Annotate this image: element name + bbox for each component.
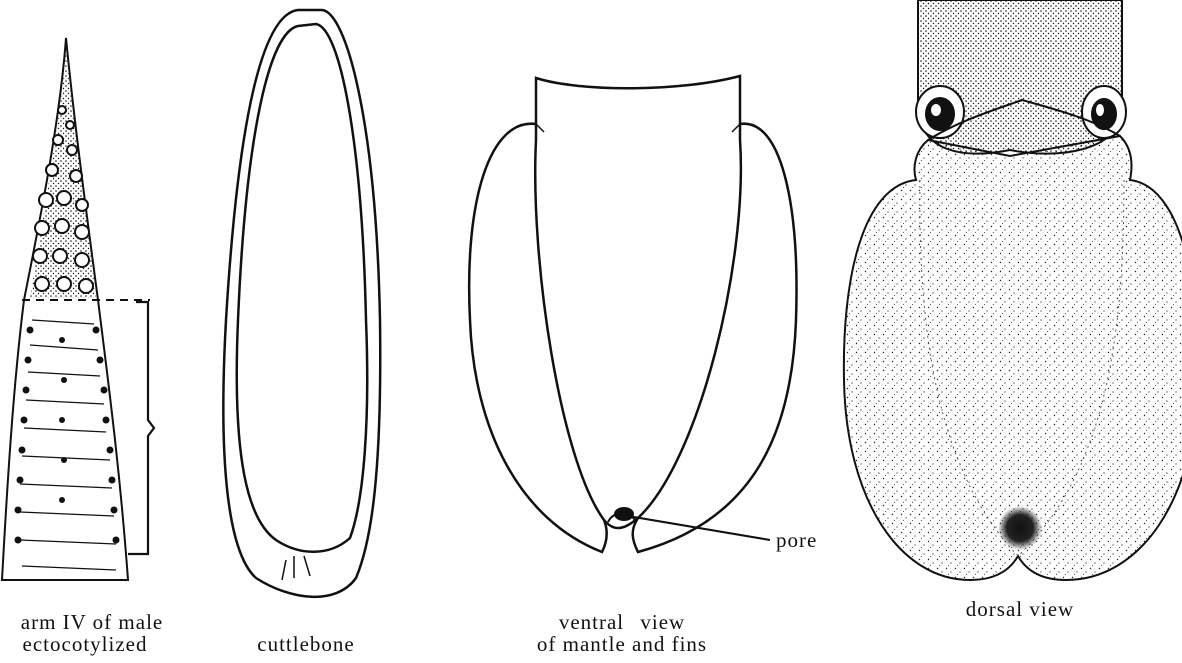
ventral-fin-right [633,124,797,552]
caption-dorsal: dorsal view [930,599,1110,619]
pore-pointer [628,516,770,540]
cuttlebone-drawing [223,10,380,597]
cuttlebone-inner [237,24,367,552]
dorsal-pore-spot [998,506,1042,550]
caption-ventral-line2: of mantle and fins [502,634,742,654]
dorsal-eye-right [1082,86,1126,138]
cuttlebone-striations [282,556,310,580]
caption-cuttlebone: cuttlebone [226,634,386,654]
pore-mark [614,507,634,521]
ventral-mantle-body [535,76,741,528]
pore-label: pore [776,528,817,553]
caption-ventral-line1: ventral view [522,612,722,632]
arm-drawing [2,38,154,580]
caption-arm-line1: arm IV of male [0,612,184,632]
ectocotylized-bracket [128,302,154,554]
caption-arm-line2: ectocotylized [0,634,170,654]
dorsal-eye-left [916,86,964,138]
dorsal-squid-drawing [844,0,1182,580]
ventral-mantle-drawing [469,76,796,552]
